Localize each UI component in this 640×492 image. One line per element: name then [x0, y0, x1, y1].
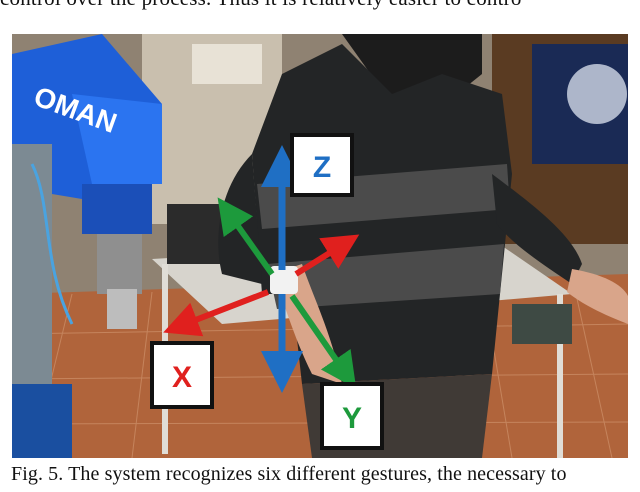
x-label-box: X [150, 341, 214, 409]
x-label: X [172, 361, 192, 394]
figure-caption: Fig. 5. The system recognizes six differ… [11, 463, 567, 485]
z-label: Z [313, 151, 331, 184]
x-axis-arrow-right [294, 234, 360, 277]
y-label: Y [342, 402, 362, 435]
z-label-box: Z [290, 133, 354, 197]
electronics-board [512, 304, 572, 344]
x-axis-arrow-left [163, 289, 270, 337]
coordinate-axes [163, 145, 360, 393]
preceding-text-line: control over the process. Thus it is rel… [0, 0, 640, 11]
right-hand [567, 269, 628, 324]
wall-poster [192, 44, 262, 84]
robot-arm: OMAN [12, 34, 162, 458]
y-axis-arrow-front [289, 294, 357, 389]
figure-photo: OMAN [12, 34, 628, 458]
y-axis-arrow-back [217, 197, 275, 276]
photo-illustration: OMAN [12, 34, 628, 458]
wrist-sensor [270, 266, 298, 294]
y-label-box: Y [320, 382, 384, 450]
